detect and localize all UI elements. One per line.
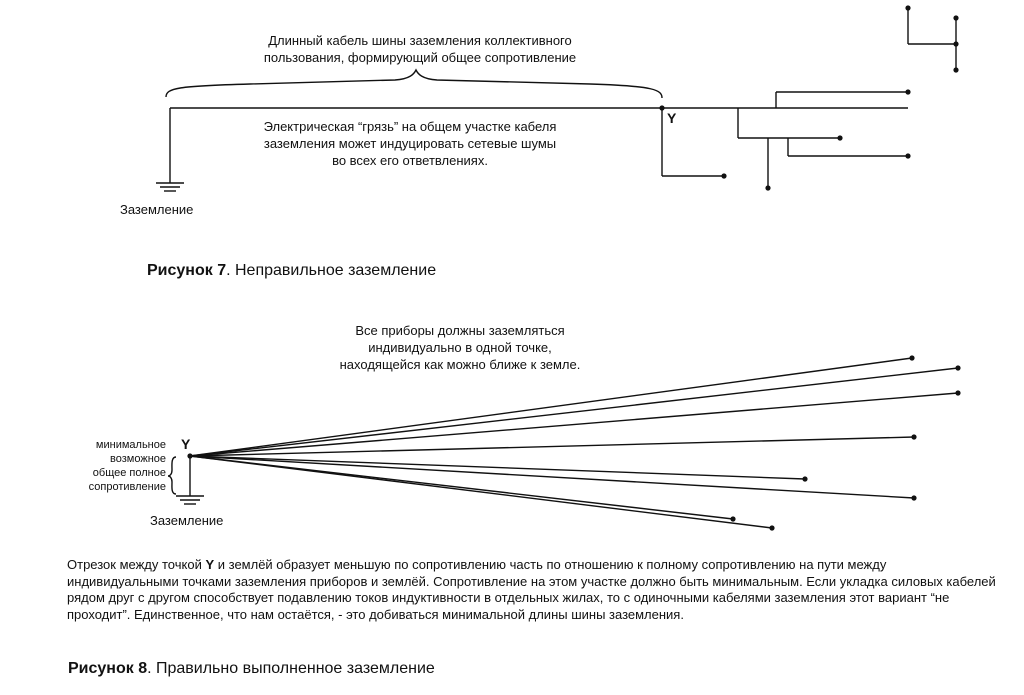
dirt-line-2: заземления может индуцировать сетевые шу… — [263, 136, 557, 151]
dirt-line-1: Электрическая “грязь” на общем участке к… — [263, 119, 557, 134]
devices-label: Все приборы должны заземляться индивидуа… — [260, 322, 660, 373]
dirt-line-3: во всех его ответвлениях. — [332, 153, 488, 168]
impedance-line-3: общее полное — [92, 467, 166, 479]
node-label-fig7: Y — [667, 110, 677, 126]
figure7-caption: Рисунок 7. Неправильное заземление — [147, 262, 436, 280]
devices-line-2: индивидуально в одной точке, — [368, 340, 552, 355]
impedance-line-2: возможное — [110, 453, 166, 465]
figure7-caption-text: . Неправильное заземление — [226, 262, 437, 279]
figure8-caption-number: Рисунок 8 — [68, 660, 148, 677]
impedance-label: минимальное возможное общее полное сопро… — [55, 438, 166, 494]
paragraph-bold-y: Y — [205, 557, 215, 572]
figure7-diagram — [156, 5, 959, 192]
explanation-paragraph: Отрезок между точкой Y и землёй образует… — [67, 557, 997, 623]
cable-brace — [165, 68, 663, 99]
ground-label-fig8: Заземление — [150, 513, 224, 528]
dirt-label: Электрическая “грязь” на общем участке к… — [195, 118, 625, 169]
impedance-brace — [167, 456, 177, 495]
long-cable-label: Длинный кабель шины заземления коллектив… — [205, 32, 635, 66]
impedance-line-4: сопротивление — [88, 481, 166, 493]
figure7-caption-number: Рисунок 7 — [147, 262, 227, 279]
paragraph-part-2: и землёй образует меньшую по сопротивлен… — [67, 557, 996, 622]
figure8-caption-text: . Правильно выполненное заземление — [147, 660, 435, 677]
long-cable-line-1: Длинный кабель шины заземления коллектив… — [268, 33, 572, 48]
figure8-caption: Рисунок 8. Правильно выполненное заземле… — [68, 660, 435, 678]
paragraph-part-1: Отрезок между точкой — [67, 557, 206, 572]
node-label-fig8: Y — [181, 436, 191, 452]
ground-label-fig7: Заземление — [120, 202, 194, 217]
impedance-line-1: минимальное — [95, 439, 166, 451]
devices-line-3: находящейся как можно ближе к земле. — [339, 357, 581, 372]
devices-line-1: Все приборы должны заземляться — [355, 323, 565, 338]
long-cable-line-2: пользования, формирующий общее сопротивл… — [263, 50, 577, 65]
